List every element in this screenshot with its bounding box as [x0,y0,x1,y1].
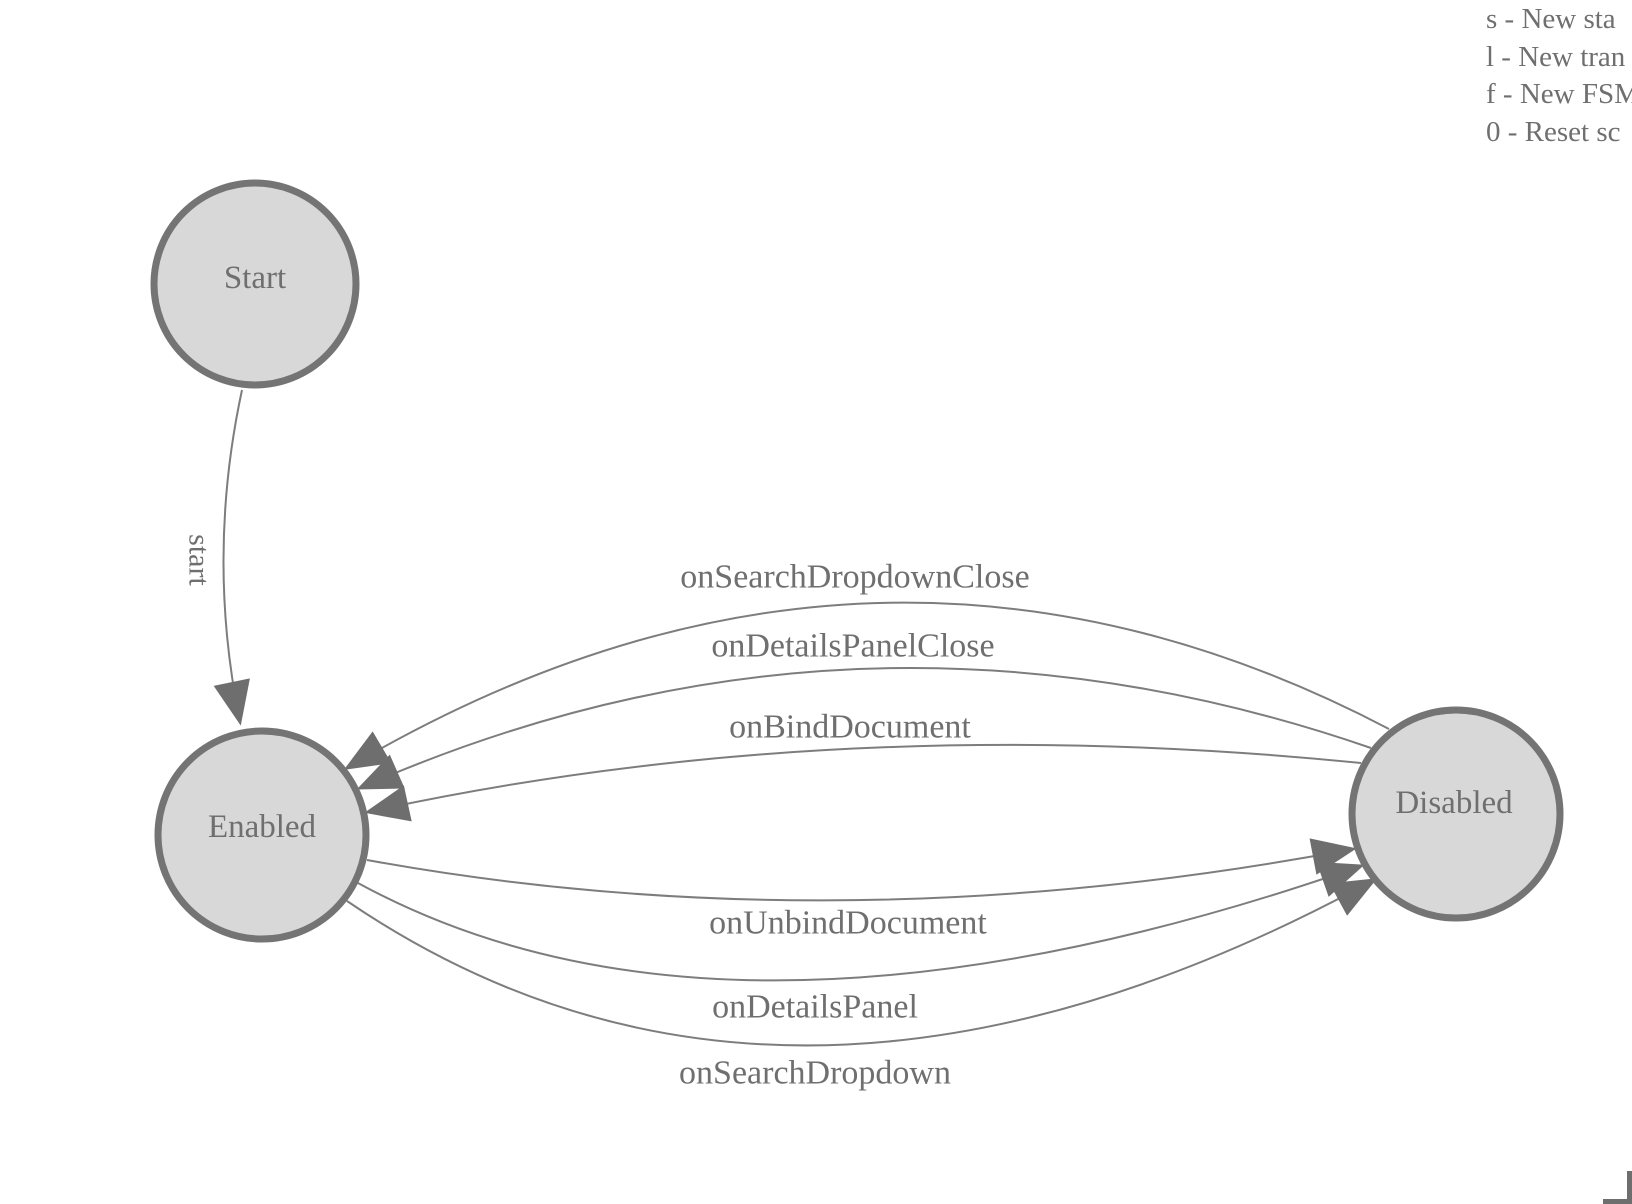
transition-label-onDetailsPanel: onDetailsPanel [712,989,918,1026]
state-circle-disabled [1348,706,1564,922]
transition-path-onUnbindDocument [366,838,1357,902]
transition-label-onUnbindDocument: onUnbindDocument [709,905,987,942]
legend-line-new-fsm: f - New FSM [1486,78,1632,110]
legend-line-new-transition: l - New tran [1486,40,1626,73]
state-node-disabled[interactable]: Disabled [1348,706,1564,922]
transition-edge-start[interactable]: start [183,389,250,726]
state-label-start: Start [224,260,286,296]
state-node-enabled[interactable]: Enabled [154,727,370,943]
transition-label-onSearchDropdown: onSearchDropdown [679,1055,951,1092]
corner-bracket-vertical [1627,1171,1632,1204]
transition-label-onDetailsPanelClose: onDetailsPanelClose [711,628,994,665]
shortcut-legend: s - New sta l - New tran f - New FSM 0 -… [1486,1,1632,151]
transition-label-onSearchDropdownClose: onSearchDropdownClose [680,559,1029,596]
transition-path-onDetailsPanelClose [356,667,1372,790]
state-node-start[interactable]: Start [150,179,360,389]
transition-path-onSearchDropdownClose [343,601,1390,770]
transition-edge-onUnbindDocument[interactable]: onUnbindDocument [366,838,1357,942]
legend-line-new-state: s - New sta [1486,3,1616,35]
transition-edge-onDetailsPanel[interactable]: onDetailsPanel [357,861,1365,1026]
state-circle-start [150,179,360,389]
transition-path-onBindDocument [364,743,1362,822]
transition-edge-onDetailsPanelClose[interactable]: onDetailsPanelClose [356,628,1372,790]
state-circle-enabled [154,727,370,943]
transition-path-onSearchDropdown [346,878,1378,1047]
transition-path-onDetailsPanel [357,861,1365,982]
legend-line-reset: 0 - Reset sc [1486,115,1621,148]
transition-label-onBindDocument: onBindDocument [729,709,971,746]
corner-bracket-horizontal [1603,1199,1632,1204]
transition-label-start: start [183,534,216,586]
transition-edge-onBindDocument[interactable]: onBindDocument [364,709,1362,822]
state-label-enabled: Enabled [208,809,317,845]
state-label-disabled: Disabled [1395,785,1513,821]
transition-edge-onSearchDropdownClose[interactable]: onSearchDropdownClose [343,559,1390,770]
transition-path-start [213,389,250,726]
edges-layer: start onSearchDropdownClose onDetailsPanel… [183,389,1390,1092]
transition-edge-onSearchDropdown[interactable]: onSearchDropdown [346,878,1378,1092]
